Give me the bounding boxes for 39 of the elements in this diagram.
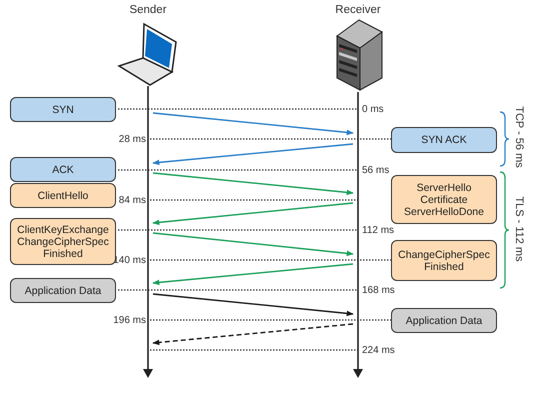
time-label: 112 ms	[362, 225, 394, 236]
message-box	[391, 240, 497, 281]
message-box	[10, 218, 116, 265]
message-arrow	[152, 232, 354, 256]
time-label: 56 ms	[362, 165, 390, 176]
time-label: 224 ms	[362, 345, 395, 356]
column-heading: Sender	[128, 4, 168, 16]
message-box	[10, 278, 116, 303]
time-label: 168 ms	[362, 285, 395, 296]
timeline-arrow	[353, 92, 363, 378]
message-arrow	[152, 143, 354, 166]
message-arrow	[152, 263, 354, 286]
phase-label: TCP - 56 ms	[513, 105, 525, 170]
message-box	[391, 175, 497, 224]
message-text: ClientKeyExchange ChangeCipherSpec Finished	[16, 224, 110, 260]
message-text: SYN	[51, 104, 75, 116]
message-text: ACK	[51, 164, 75, 176]
message-arrow	[152, 202, 354, 226]
message-text: ClientHello	[36, 190, 90, 202]
message-box	[10, 183, 116, 208]
message-text: Application Data	[24, 284, 102, 296]
time-label: 84 ms	[118, 195, 146, 206]
message-arrow	[152, 293, 354, 316]
column-heading: Receiver	[334, 4, 382, 16]
time-label: 196 ms	[113, 315, 146, 326]
message-box	[391, 308, 497, 333]
message-text: Application Data	[404, 314, 484, 326]
message-text: SYN ACK	[420, 134, 468, 146]
message-text: ChangeCipherSpec Finished	[397, 248, 491, 272]
time-label: 28 ms	[118, 134, 146, 145]
message-arrow	[152, 112, 354, 136]
message-box	[391, 127, 497, 153]
message-box	[10, 97, 116, 122]
phase-label: TLS - 112 ms	[513, 195, 525, 264]
message-arrow	[152, 172, 354, 196]
message-text: ServerHello Certificate ServerHelloDone	[403, 182, 485, 218]
message-box	[10, 157, 116, 182]
time-label: 0 ms	[362, 104, 384, 115]
message-arrow	[152, 323, 354, 346]
